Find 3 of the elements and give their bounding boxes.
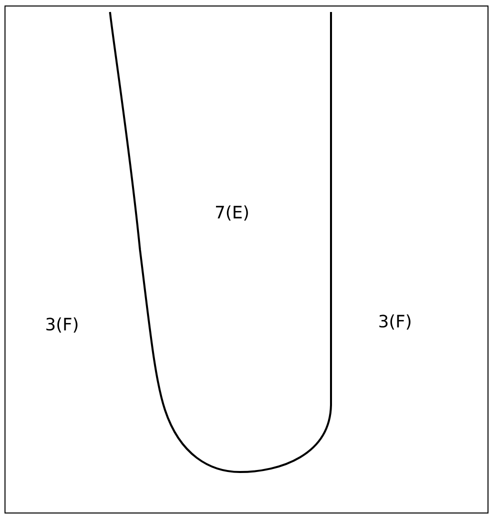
region-label: 3(F): [379, 314, 410, 330]
region-label: 3(F): [46, 317, 78, 333]
region-outline: 7(E): [109, 12, 332, 473]
